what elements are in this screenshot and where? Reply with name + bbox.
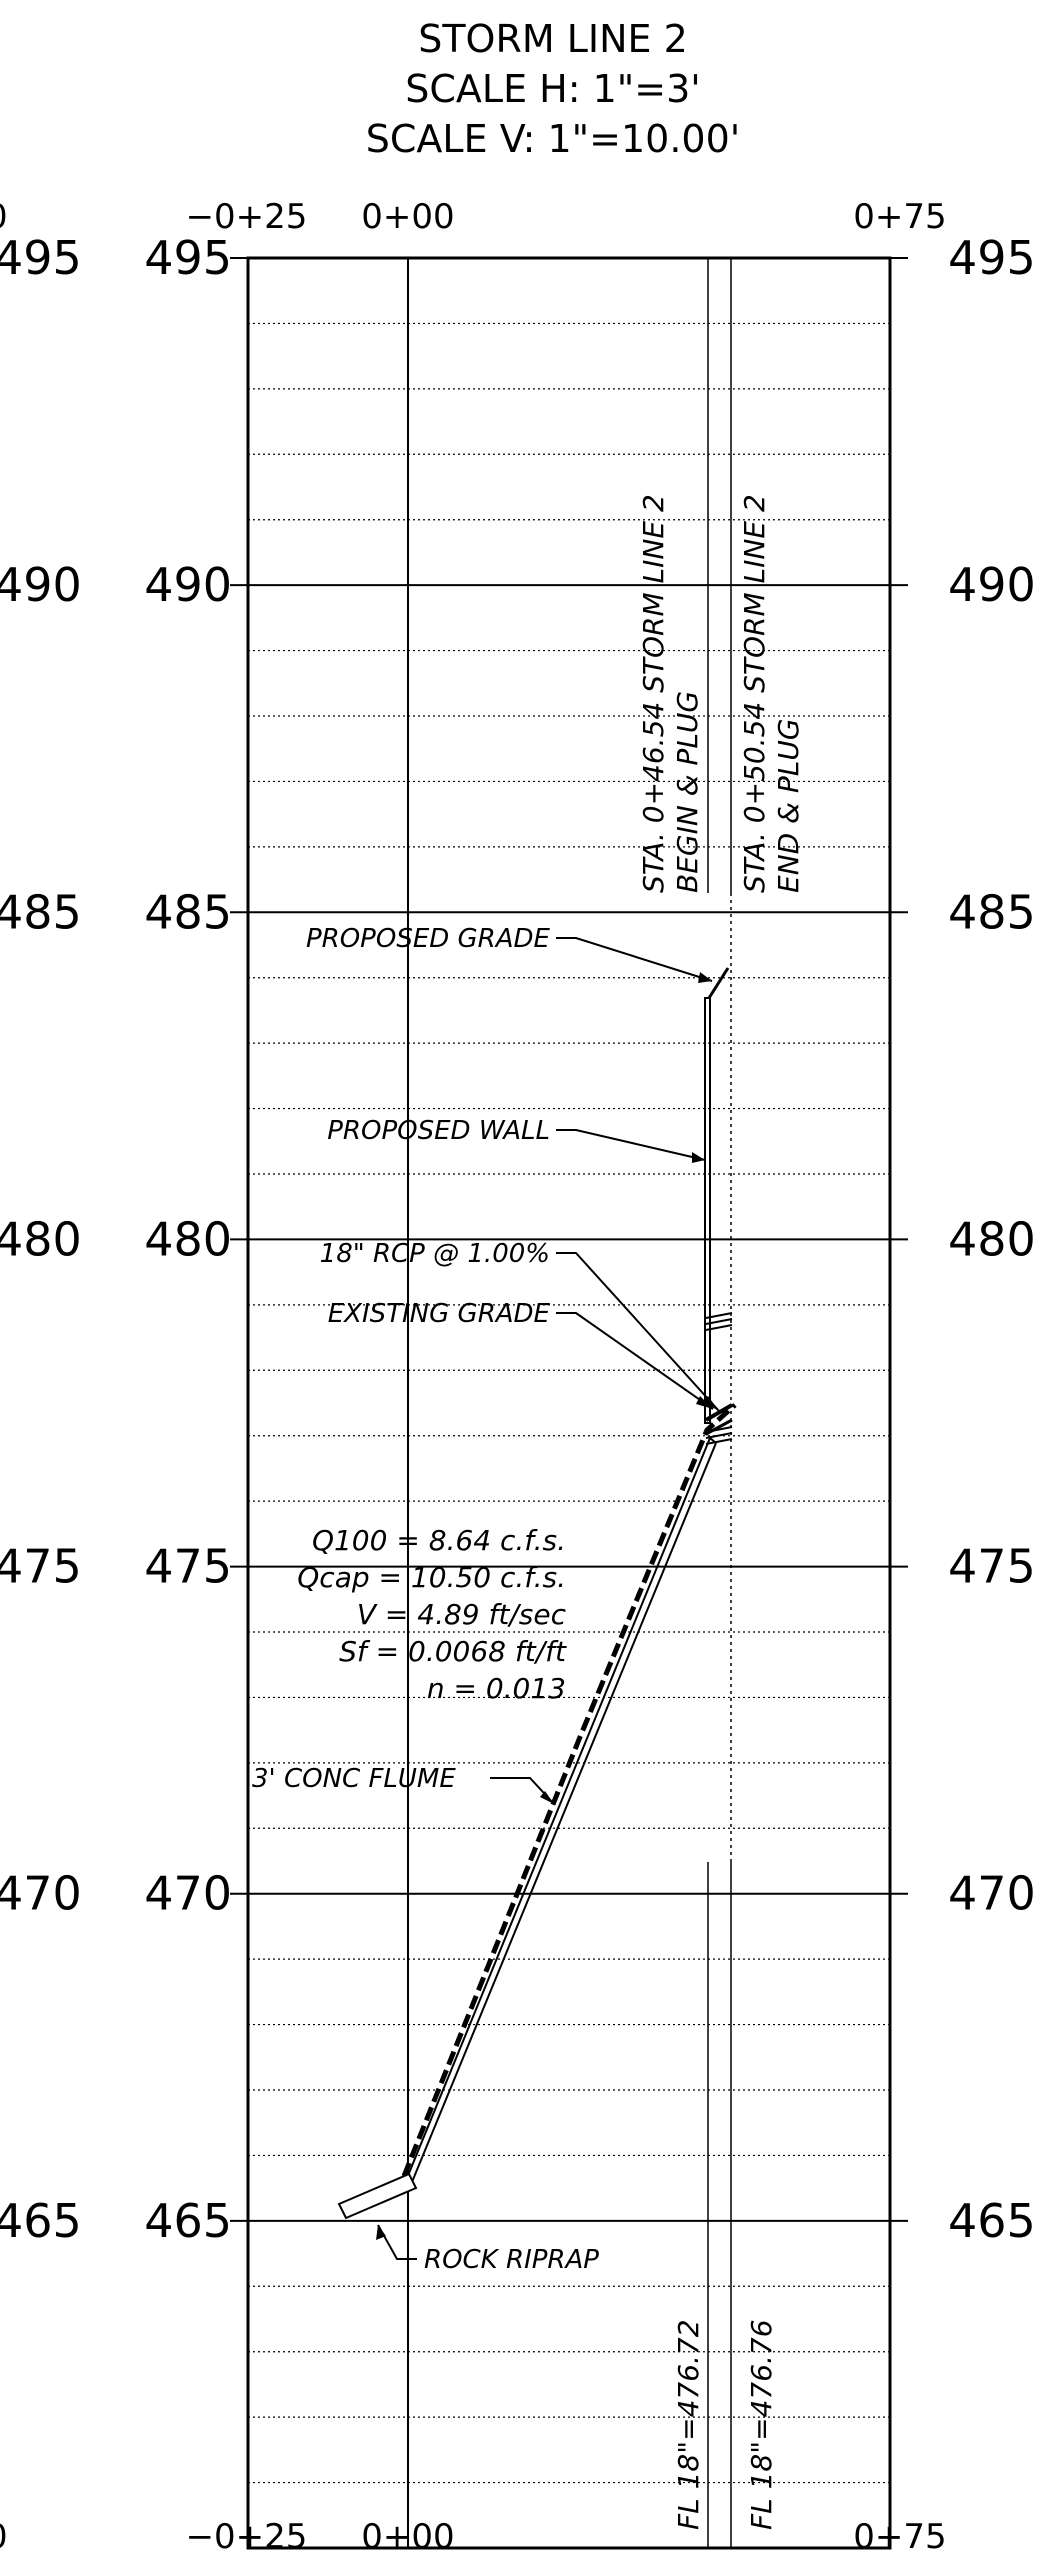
proposed-grade-label: PROPOSED GRADE — [306, 924, 551, 954]
elevation-label: 465 — [948, 2194, 1036, 2248]
end-station-text-1: STA. 0+50.54 STORM LINE 2 — [738, 494, 771, 893]
elevation-label: 465 — [0, 2194, 82, 2248]
flume-end — [709, 1437, 717, 1444]
begin-flowline-label: FL 18"=476.72 — [672, 2319, 705, 2530]
flowline-labels: FL 18"=476.72 FL 18"=476.76 — [672, 2319, 778, 2530]
pipe-leader — [556, 1252, 720, 1412]
manning-n-text: n = 0.013 — [427, 1672, 566, 1705]
title-line-3: SCALE V: 1"=10.00' — [366, 117, 740, 161]
riprap-label: ROCK RIPRAP — [424, 2245, 599, 2275]
existing-grade-leader — [556, 1312, 714, 1410]
callout-leaders — [377, 937, 720, 2260]
elevation-label: 475 — [0, 1540, 82, 1594]
minor-gridlines — [248, 322, 890, 2484]
profile-geometry — [337, 967, 737, 2220]
q100-text: Q100 = 8.64 c.f.s. — [312, 1524, 566, 1557]
flume-label: 3' CONC FLUME — [252, 1764, 456, 1794]
end-station-text-2: END & PLUG — [772, 718, 805, 893]
riprap-leader — [377, 2224, 417, 2260]
end-flowline-label: FL 18"=476.76 — [745, 2319, 778, 2530]
arrowheads — [376, 972, 719, 2240]
elevation-label: 470 — [0, 1867, 82, 1921]
station-label: 0+75 — [853, 2517, 946, 2557]
station-label: 0+00 — [361, 197, 454, 237]
station-label: −0+25 — [186, 2517, 308, 2557]
rock-riprap — [337, 2172, 418, 2220]
begin-station-text-2: BEGIN & PLUG — [671, 691, 704, 893]
elevation-label: 490 — [144, 558, 232, 612]
proposed-wall-label: PROPOSED WALL — [327, 1116, 550, 1146]
rcp-pipe-top — [705, 1403, 733, 1422]
title-line-1: STORM LINE 2 — [418, 17, 688, 61]
hydraulic-data: Q100 = 8.64 c.f.s. Qcap = 10.50 c.f.s. V… — [297, 1524, 567, 1705]
begin-station-text-1: STA. 0+46.54 STORM LINE 2 — [637, 494, 670, 893]
elevation-label: 495 — [948, 231, 1036, 285]
station-callouts: STA. 0+46.54 STORM LINE 2 BEGIN & PLUG S… — [637, 494, 805, 893]
station-label: 0 — [0, 2517, 8, 2557]
proposed-grade-tick — [707, 967, 730, 999]
station-label: −0+25 — [186, 197, 308, 237]
callout-texts: PROPOSED GRADE PROPOSED WALL 18" RCP @ 1… — [252, 924, 599, 2275]
elevation-labels: 495 495 495 490 490 490 485 485 485 480 480 480 475 4… — [0, 231, 1036, 2248]
elevation-label: 475 — [144, 1540, 232, 1594]
qcap-text: Qcap = 10.50 c.f.s. — [297, 1561, 566, 1594]
pipe-label: 18" RCP @ 1.00% — [320, 1239, 550, 1269]
existing-grade-hatch — [705, 1312, 733, 1445]
velocity-text: V = 4.89 ft/sec — [357, 1598, 567, 1631]
flume-line-2 — [411, 1442, 717, 2183]
elevation-label: 495 — [0, 231, 82, 285]
elevation-label: 470 — [144, 1867, 232, 1921]
elevation-label: 485 — [144, 885, 232, 939]
proposed-grade-leader — [556, 937, 713, 982]
structure-lines — [707, 258, 732, 2548]
flume-line-1 — [406, 1437, 711, 2179]
title-block: STORM LINE 2 SCALE H: 1"=3' SCALE V: 1"=… — [366, 17, 740, 161]
title-line-2: SCALE H: 1"=3' — [405, 67, 700, 111]
elevation-label: 490 — [948, 558, 1036, 612]
station-labels-bottom: 0−0+250+000+75 — [0, 2517, 947, 2557]
elevation-label: 485 — [948, 885, 1036, 939]
flume-leader — [490, 1777, 555, 1805]
proposed-wall — [704, 997, 711, 1424]
elevation-label: 490 — [0, 558, 82, 612]
proposed-wall-leader — [556, 1129, 706, 1161]
profile-frame — [246, 256, 892, 2550]
elevation-label: 495 — [144, 231, 232, 285]
elevation-label: 475 — [948, 1540, 1036, 1594]
station-label: 0 — [0, 197, 8, 237]
elevation-label: 485 — [0, 885, 82, 939]
station-label: 0+75 — [853, 197, 946, 237]
elevation-label: 480 — [948, 1212, 1036, 1266]
friction-slope-text: Sf = 0.0068 ft/ft — [339, 1635, 567, 1668]
elevation-label: 480 — [0, 1212, 82, 1266]
elevation-label: 465 — [144, 2194, 232, 2248]
elevation-label: 480 — [144, 1212, 232, 1266]
existing-grade-label: EXISTING GRADE — [328, 1299, 551, 1329]
existing-grade-dashed — [401, 1403, 737, 2177]
station-labels-top: 0 −0+25 0+00 0+75 — [0, 197, 947, 237]
elevation-label: 470 — [948, 1867, 1036, 1921]
